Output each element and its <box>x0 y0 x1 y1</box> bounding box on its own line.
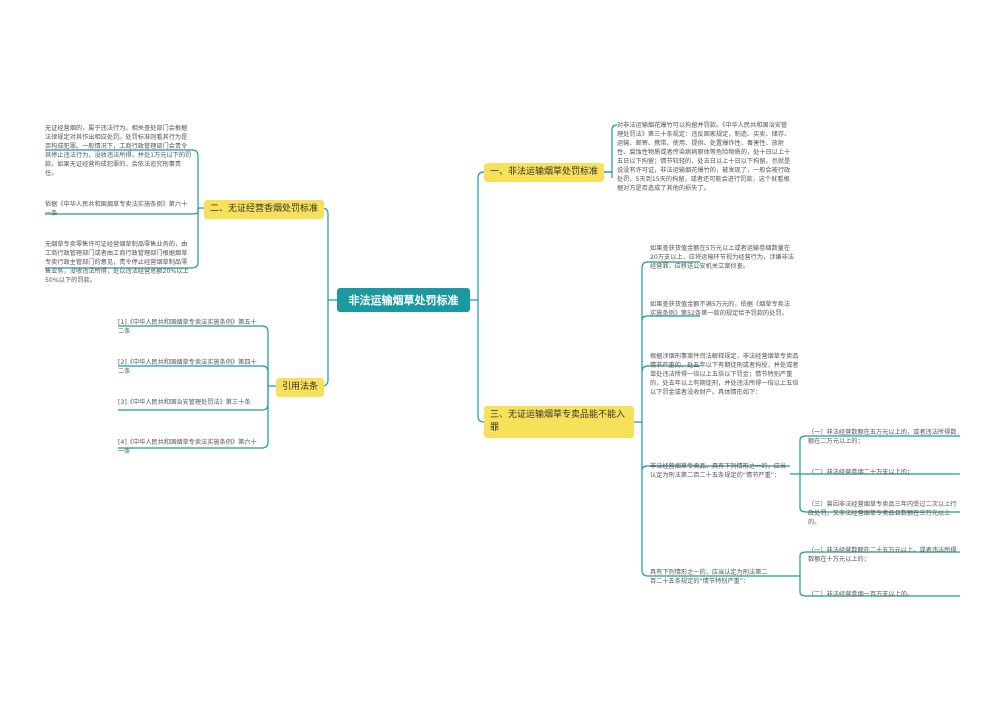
branch-criminal-liability[interactable]: 三、无证运输烟草专卖品能不能入罪 <box>484 406 634 438</box>
leaf-cited-article-3: [3]《中华人民共和国治安管理处罚法》第三十条 <box>118 399 251 406</box>
sub-especially-1: （一）非法经营数额在二十五万元以上，或者违法所得数额在十万元以上的； <box>808 547 957 563</box>
leaf-cited-article-2: [2]《中华人民共和国烟草专卖法实施条例》第四十二条 <box>118 359 257 375</box>
leaf-transport-penalty-detail: 对非法运输烟花爆竹可以拘留并罚款。《中华人民共和国治安管理处罚法》第三十条规定：… <box>617 122 791 192</box>
sub-serious-2: （二）非法经营卷烟二十万支以上的； <box>808 469 914 476</box>
sub-serious-3: （三）曾因非法经营烟草专卖品三年内受过二次以上行政处罚，又非法经营烟草专卖品且数… <box>808 501 957 526</box>
sub-especially-2: （二）非法经营卷烟一百万支以上的。 <box>808 591 914 598</box>
leaf-serious-circumstances: 非法经营烟草专卖品，具有下列情形之一的，应当认定为刑法第二百二十五条规定的“情节… <box>650 463 787 479</box>
branch-cited-articles[interactable]: 引用法条 <box>276 378 325 397</box>
branch-transport-penalty[interactable]: 一、非法运输烟草处罚标准 <box>484 163 605 182</box>
leaf-judicial-interpretation: 根据涉烟刑事案件司法解释规定，非法经营烟草专卖品情节严重的，处五年以下有期徒刑或… <box>650 353 799 396</box>
leaf-cited-article-1: [1]《中华人民共和国烟草专卖法实施条例》第五十二条 <box>118 319 257 335</box>
leaf-unlicensed-overview: 无证经营烟的，属于违法行为。相关查处部门会根据法律规定对其作出相应处罚。处罚标准… <box>45 125 192 177</box>
branch-unlicensed-operation-penalty[interactable]: 二、无证经营香烟处罚标准 <box>204 200 325 219</box>
leaf-criminal-threshold: 如果查获货值金额在5万元以上或者运输卷烟数量在20万支以上，应将运输环节视为经营… <box>650 245 794 270</box>
branch-label: 三、无证运输烟草专卖品能不能入罪 <box>490 410 626 433</box>
sub-serious-1: （一）非法经营数额在五万元以上的，或者违法所得数额在二万元以上的； <box>808 429 957 445</box>
branch-label: 一、非法运输烟草处罚标准 <box>490 167 599 177</box>
root-label: 非法运输烟草处罚标准 <box>348 294 459 307</box>
leaf-legal-basis: 依据《中华人民共和国烟草专卖法实施条例》第六十一条 <box>45 201 188 217</box>
branch-label: 引用法条 <box>282 382 319 392</box>
leaf-article-61-text: 无烟草专卖零售许可证经营烟草制品零售业务的，由工商行政管理部门或者由工商行政管理… <box>45 241 189 284</box>
leaf-especially-serious-circumstances: 具有下列情形之一的，应当认定为刑法第二百二十五条规定的“情节特别严重”： <box>650 569 768 585</box>
branch-label: 二、无证经营香烟处罚标准 <box>210 204 319 214</box>
leaf-administrative-fine: 如果查获货值金额不满5万元的，依据《烟草专卖法实施条例》第52条第一款的规定给予… <box>650 301 791 317</box>
leaf-cited-article-4: [4]《中华人民共和国烟草专卖法实施条例》第六十一条 <box>118 439 257 455</box>
root-node[interactable]: 非法运输烟草处罚标准 <box>337 288 470 312</box>
